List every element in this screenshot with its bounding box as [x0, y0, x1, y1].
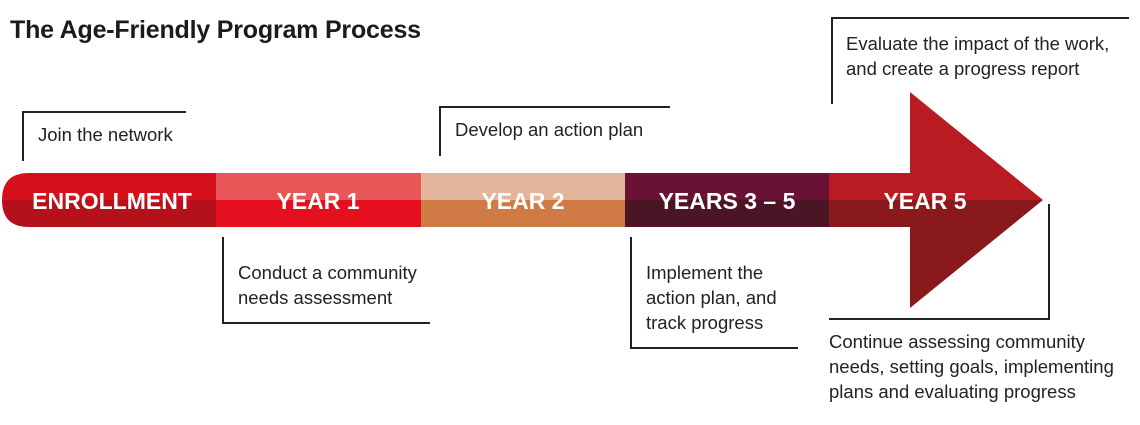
- continue-note: Continue assessing community needs, sett…: [829, 331, 1114, 402]
- stage-years-3-5: YEARS 3 – 5: [625, 173, 829, 227]
- stage-year-5-label: YEAR 5: [883, 188, 966, 214]
- stage-enrollment-top: [2, 173, 216, 200]
- join-note: Join the network: [38, 124, 173, 145]
- evaluate-bracket: [831, 17, 1129, 104]
- needs-note: Conduct a community needs assessment: [238, 262, 417, 308]
- implement-bracket: [630, 237, 798, 349]
- stage-year-2-bottom: [421, 200, 625, 227]
- stage-year-5: YEAR 5: [829, 92, 1043, 308]
- stage-year-2-label: YEAR 2: [481, 188, 564, 214]
- stage-year-2: YEAR 2: [421, 173, 625, 227]
- implement-note: Implement the action plan, and track pro…: [646, 262, 777, 333]
- stage-year-1-top: [216, 173, 421, 200]
- stage-year-1-label: YEAR 1: [276, 188, 359, 214]
- stage-years-3-5-label: YEARS 3 – 5: [659, 188, 796, 214]
- stage-year-5-bottom: [829, 200, 1043, 308]
- stage-year-1-bottom: [216, 200, 421, 227]
- stage-enrollment-bottom: [2, 200, 216, 227]
- action-plan-note: Develop an action plan: [455, 119, 644, 140]
- stage-year-1: YEAR 1: [216, 173, 421, 227]
- stage-year-2-top: [421, 173, 625, 200]
- stage-years-3-5-top: [625, 173, 829, 200]
- join-bracket: [22, 111, 186, 161]
- evaluate-note: Evaluate the impact of the work, and cre…: [846, 33, 1110, 79]
- stage-year-5-top: [829, 92, 1043, 200]
- stage-enrollment-label: ENROLLMENT: [32, 188, 192, 214]
- action-plan-bracket: [439, 106, 670, 156]
- page-title: The Age-Friendly Program Process: [10, 16, 421, 44]
- needs-bracket: [222, 237, 430, 324]
- stage-years-3-5-bottom: [625, 200, 829, 227]
- continue-bracket: [829, 204, 1050, 320]
- stage-enrollment: ENROLLMENT: [2, 173, 216, 227]
